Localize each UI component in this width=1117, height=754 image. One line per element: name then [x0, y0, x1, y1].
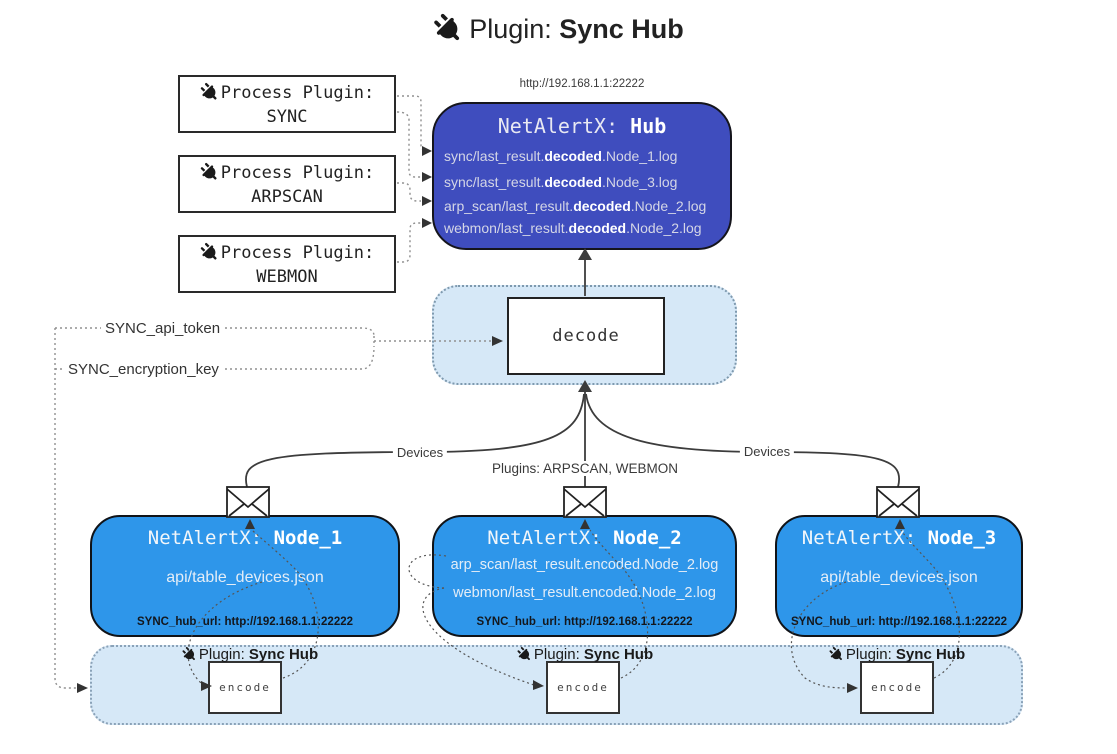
plug-icon: [517, 646, 532, 666]
node3-file: api/table_devices.json: [820, 569, 978, 586]
plugin-sync-hub-label: Plugin: Sync Hub: [517, 646, 653, 666]
process-plugin-webmon-box: Process Plugin: WEBMON: [178, 235, 396, 293]
process-plugin-label: Process Plugin:: [220, 243, 375, 263]
edge-sync-to-hub1: [397, 95, 428, 152]
sync-encryption-key-label: SYNC_encryption_key: [64, 361, 223, 378]
hub-title: NetAlertX: Hub: [434, 114, 730, 138]
arrowhead: [77, 683, 88, 693]
plug-icon: [200, 82, 219, 107]
page-title-name: Sync Hub: [559, 14, 684, 44]
hub-log-line: arp_scan/last_result.decoded.Node_2.log: [444, 198, 707, 214]
plug-icon: [433, 13, 463, 51]
node2-file: arp_scan/last_result.encoded.Node_2.log: [450, 557, 719, 573]
process-plugin-name: SYNC: [266, 107, 308, 127]
plug-icon: [182, 646, 197, 666]
plug-icon: [200, 242, 219, 267]
plugins-mid-label: Plugins: ARPSCAN, WEBMON: [487, 461, 683, 476]
hub-log-line: webmon/last_result.decoded.Node_2.log: [444, 220, 702, 236]
node3-title: NetAlertX: Node_3: [801, 527, 997, 549]
process-plugin-arpscan-box: Process Plugin: ARPSCAN: [178, 155, 396, 213]
envelope-icon: [226, 486, 270, 518]
plugin-sync-hub-label: Plugin: Sync Hub: [182, 646, 318, 666]
process-plugin-label: Process Plugin:: [220, 83, 375, 103]
node3-hub-url: SYNC_hub_url: http://192.168.1.1:22222: [790, 616, 1008, 628]
envelope-icon: [563, 486, 607, 518]
hub-title-prefix: NetAlertX:: [497, 114, 631, 138]
node3-box: NetAlertX: Node_3 api/table_devices.json…: [775, 515, 1023, 637]
hub-log-line: sync/last_result.decoded.Node_1.log: [444, 148, 678, 164]
node2-box: NetAlertX: Node_2 arp_scan/last_result.e…: [432, 515, 737, 637]
sync-api-token-label: SYNC_api_token: [101, 320, 225, 337]
plug-icon: [829, 646, 844, 666]
plugin-sync-hub-label: Plugin: Sync Hub: [829, 646, 965, 666]
process-plugin-name: WEBMON: [256, 267, 318, 287]
hub-log-line: sync/last_result.decoded.Node_3.log: [444, 174, 678, 190]
node1-file: api/table_devices.json: [166, 569, 324, 586]
hub-box: NetAlertX: Hub sync/last_result.decoded.…: [432, 102, 732, 250]
node2-hub-url: SYNC_hub_url: http://192.168.1.1:22222: [476, 616, 693, 628]
process-plugin-label: Process Plugin:: [220, 163, 375, 183]
edge-webmon-to-hub: [397, 222, 421, 263]
hub-title-name: Hub: [630, 114, 667, 138]
hub-log-lines: sync/last_result.decoded.Node_1.log sync…: [434, 143, 730, 239]
envelope-icon: [876, 486, 920, 518]
arrowhead: [422, 196, 432, 206]
encode-box-node3: encode: [860, 661, 934, 714]
node2-file: webmon/last_result.encoded.Node_2.log: [453, 585, 716, 601]
node2-title: NetAlertX: Node_2: [487, 527, 682, 549]
encode-box-node2: encode: [546, 661, 620, 714]
hub-url-label: http://192.168.1.1:22222: [519, 78, 645, 90]
devices-right-label: Devices: [739, 444, 795, 459]
page-title-prefix: Plugin:: [469, 14, 560, 44]
devices-left-label: Devices: [392, 445, 448, 460]
decode-box: decode: [507, 297, 665, 375]
node1-box: NetAlertX: Node_1 api/table_devices.json…: [90, 515, 400, 637]
arrowhead: [422, 172, 432, 182]
page-title: Plugin: Sync Hub: [0, 13, 1117, 51]
node1-title: NetAlertX: Node_1: [147, 527, 343, 549]
edge-sync-to-hub2: [396, 111, 421, 178]
edge-arpscan-to-hub: [397, 182, 421, 202]
arrowhead: [422, 218, 432, 228]
arrowhead: [422, 146, 432, 156]
process-plugin-sync-box: Process Plugin: SYNC: [178, 75, 396, 133]
plug-icon: [200, 162, 219, 187]
edge-keys-to-encode: [54, 328, 76, 689]
process-plugin-name: ARPSCAN: [251, 187, 323, 207]
encode-box-node1: encode: [208, 661, 282, 714]
node1-hub-url: SYNC_hub_url: http://192.168.1.1:22222: [136, 616, 354, 628]
